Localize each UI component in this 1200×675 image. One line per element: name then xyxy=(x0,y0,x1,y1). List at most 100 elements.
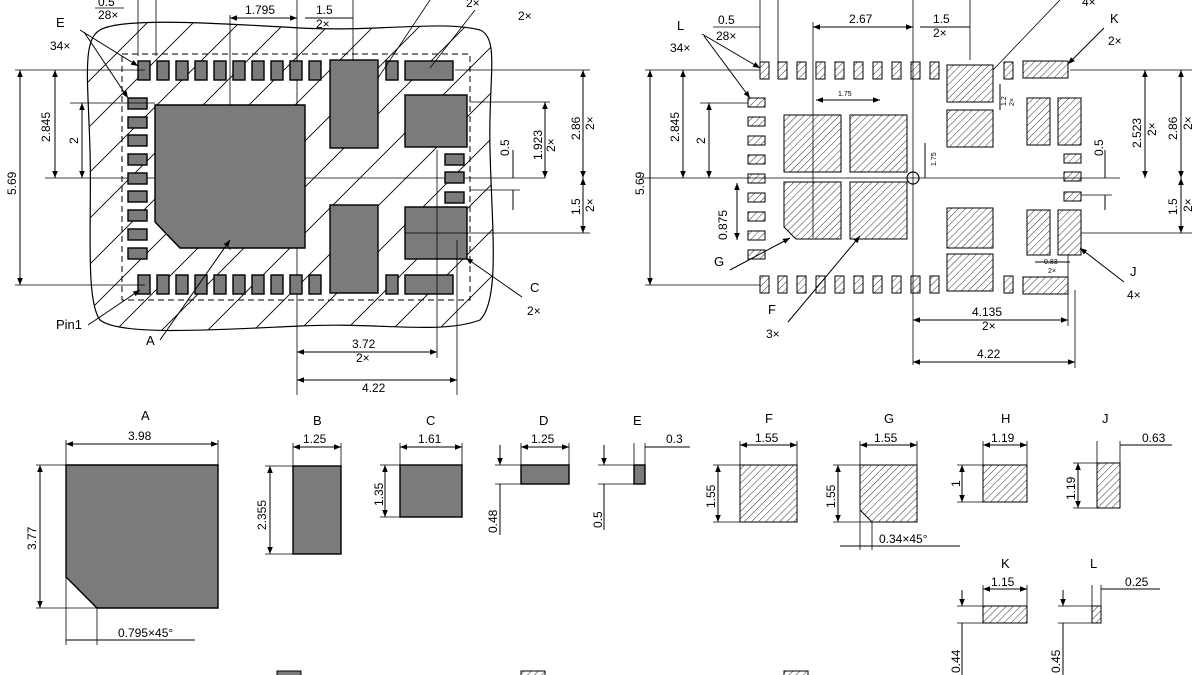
left-label-E: E xyxy=(56,15,65,30)
right-label-F: F xyxy=(768,302,776,317)
pad-L-top xyxy=(872,61,883,80)
right-dim-175b: 1.75 xyxy=(931,152,938,166)
right-dim-569: 5.69 xyxy=(633,171,647,195)
right-origin-marker xyxy=(906,171,920,185)
detail-F-width: 1.55 xyxy=(755,431,779,445)
detail-D-name: D xyxy=(539,413,548,428)
detail-E-name: E xyxy=(633,413,642,428)
pad-L-top xyxy=(796,61,807,80)
pad-J-4 xyxy=(1057,209,1082,256)
right-dim-175a: 1.75 xyxy=(838,91,852,98)
pad-D-bottom xyxy=(404,274,454,295)
detail-B-shape xyxy=(292,465,342,555)
right-label-F-count: 3× xyxy=(766,327,780,341)
pad-L-left xyxy=(747,154,766,165)
pad-L-bottom xyxy=(891,275,902,294)
right-dim-15r-count: 2× xyxy=(1181,198,1195,212)
left-label-Pin1: Pin1 xyxy=(56,317,82,332)
detail-E-height: 0.5 xyxy=(591,511,605,528)
pad-J-1 xyxy=(1026,97,1051,146)
pad-J-3 xyxy=(1026,209,1051,256)
right-dim-4135-count: 2× xyxy=(982,319,996,333)
left-dim-15r-count: 2× xyxy=(583,198,597,212)
pad-L-bottom xyxy=(834,275,845,294)
pad-L-left xyxy=(747,192,766,203)
right-dim-2845: 2.845 xyxy=(668,112,682,142)
legend xyxy=(276,670,809,675)
right-dim-2523: 2.523 xyxy=(1130,118,1144,148)
pad-L-top xyxy=(929,61,940,80)
detail-F-name: F xyxy=(765,411,773,426)
pad-E-bottom xyxy=(137,274,151,295)
pad-E-left xyxy=(127,172,148,185)
detail-H-width: 1.19 xyxy=(991,431,1015,445)
detail-C-width: 1.61 xyxy=(418,432,442,446)
right-dim-267: 2.67 xyxy=(849,12,873,26)
pad-small-r3 xyxy=(1063,191,1082,202)
pad-L-bottom xyxy=(815,275,826,294)
pad-C-top xyxy=(404,94,468,148)
right-dim-2: 2 xyxy=(694,137,708,144)
left-label-C: C xyxy=(530,280,539,295)
pad-E-left xyxy=(127,97,148,110)
left-label-A: A xyxy=(146,333,155,348)
pad-E-right xyxy=(444,153,465,166)
pad-L-left xyxy=(747,173,766,184)
right-pitch: 0.5 xyxy=(718,13,735,27)
pad-small-r2 xyxy=(1063,171,1082,182)
left-dim-2: 2 xyxy=(67,137,81,144)
pad-E-bottom xyxy=(308,274,322,295)
pad-E-bottom xyxy=(251,274,265,295)
right-label-K: K xyxy=(1110,11,1119,26)
left-label-E-count: 34× xyxy=(50,39,70,53)
detail-A-shape xyxy=(65,464,219,609)
right-label-L: L xyxy=(677,18,684,33)
detail-A-width: 3.98 xyxy=(128,429,152,443)
right-dim-422: 4.22 xyxy=(977,347,1001,361)
left-dim-05: 0.5 xyxy=(498,139,512,156)
pad-L-top xyxy=(910,61,921,80)
detail-J-shape xyxy=(1096,462,1121,509)
left-dim-1923: 1.923 xyxy=(531,130,545,160)
left-dim-372: 3.72 xyxy=(352,337,376,351)
left-small-pads xyxy=(127,60,465,295)
right-small-pads xyxy=(747,61,1014,294)
right-view: L 34× 0.5 28× 2.67 1.5 2× 4× K 2× 1.75 1… xyxy=(633,0,1195,368)
pad-L-bottom xyxy=(929,275,940,294)
pad-H-3 xyxy=(946,207,994,249)
pad-E-top xyxy=(137,60,151,81)
left-dim-286: 2.86 xyxy=(569,116,583,140)
pad-E-right xyxy=(444,191,465,204)
pad-E-bottom xyxy=(289,274,303,295)
left-board-outline xyxy=(86,21,494,332)
detail-views: A 3.98 3.77 0.795×45° B 1.25 2.355 C 1.6… xyxy=(25,408,1172,675)
left-dim-569: 5.69 xyxy=(5,171,19,195)
pad-K-bottom xyxy=(1022,276,1069,295)
pad-H-4 xyxy=(946,253,994,292)
pad-L-left xyxy=(747,230,766,241)
pad-F-2 xyxy=(849,114,908,173)
left-view: E 34× 0.5 28× 1.795 1.5 2× 2× 2× 5.69 2.… xyxy=(5,0,597,395)
pad-E-left xyxy=(127,190,148,203)
left-dim-1923-count: 2× xyxy=(544,138,558,152)
pad-E-top xyxy=(232,60,246,81)
detail-L-width: 0.25 xyxy=(1125,575,1149,589)
detail-A-height: 3.77 xyxy=(25,526,39,550)
pad-E-top xyxy=(194,60,208,81)
pad-L-bottom xyxy=(777,275,788,294)
detail-K-width: 1.15 xyxy=(991,575,1015,589)
detail-G-shape xyxy=(859,464,918,523)
right-dim-12-count: 2× xyxy=(1009,98,1016,106)
left-pitch-count: 28× xyxy=(98,8,118,22)
right-dim-083-count: 2× xyxy=(1048,268,1056,275)
pad-E-left xyxy=(127,228,148,241)
pad-E-bottom xyxy=(175,274,189,295)
left-top-count-a: 2× xyxy=(466,0,480,10)
detail-K-name: K xyxy=(1001,556,1010,571)
detail-E-shape xyxy=(633,464,646,485)
pad-E-bottom xyxy=(385,274,399,295)
right-dim-15r: 1.5 xyxy=(1166,198,1180,215)
pad-E-right xyxy=(444,171,465,184)
pad-E-left xyxy=(127,247,148,260)
